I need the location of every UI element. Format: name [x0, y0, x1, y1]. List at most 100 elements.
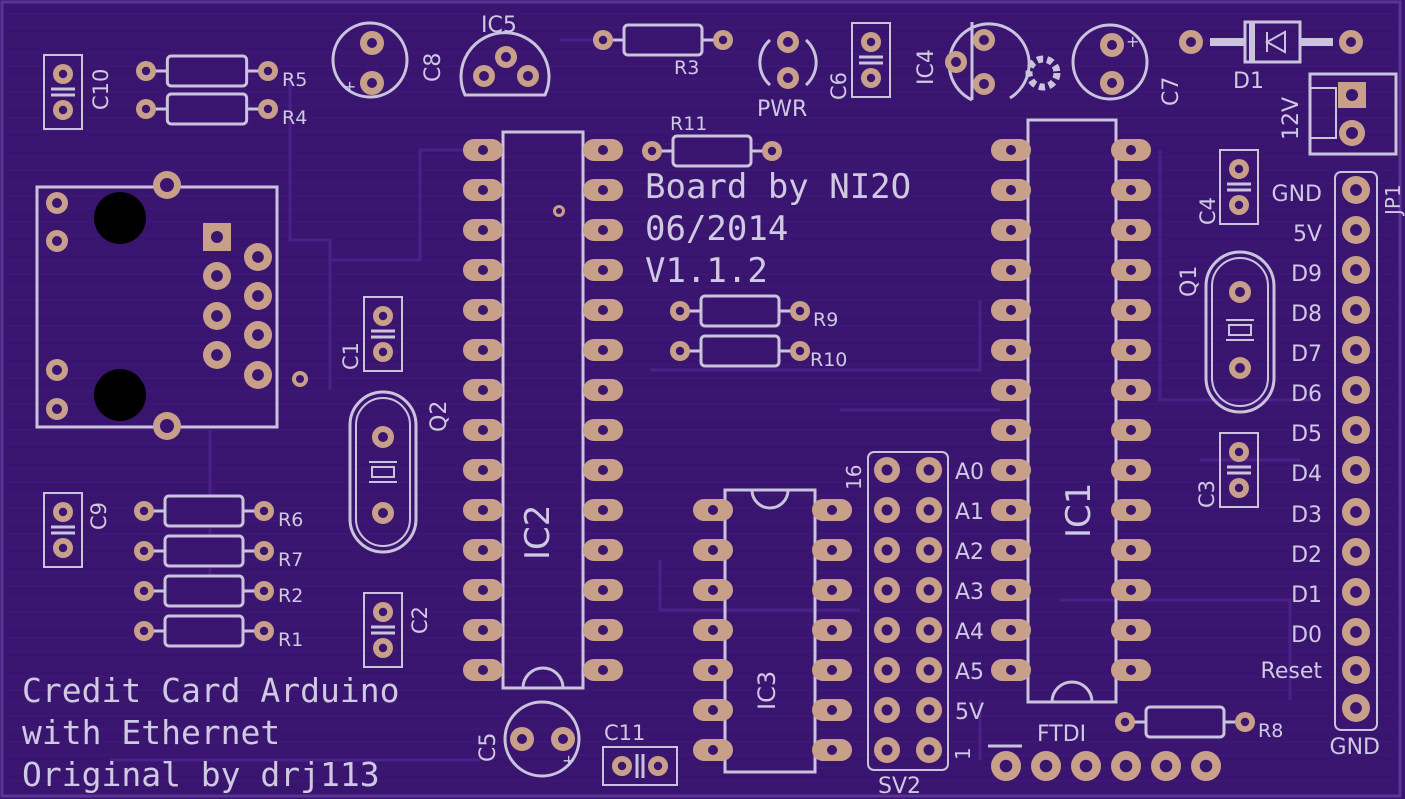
capacitor-c2: C2: [363, 592, 432, 668]
r2-label: R2: [278, 585, 303, 607]
sv2-pin-label: A3: [955, 580, 984, 605]
resistor-pad: [762, 141, 782, 161]
ic3-pin: [812, 739, 852, 761]
jp1-pin: [1342, 416, 1370, 444]
sv2-pin: [916, 737, 942, 763]
c11-label: C11: [604, 721, 645, 745]
jp1-pin-label: D7: [1291, 342, 1322, 367]
12v-label: 12V: [1279, 97, 1304, 140]
ic3-pin: [812, 579, 852, 601]
sv2-pin: [874, 457, 900, 483]
ftdi-pin: [1191, 751, 1221, 781]
ic2-pin: [583, 259, 623, 281]
sv2-pin-label: A2: [955, 540, 984, 565]
ic2-pin: [583, 539, 623, 561]
ic2-pin: [583, 179, 623, 201]
ic3-pin: [693, 579, 733, 601]
rj45-pin: [203, 341, 231, 369]
r8-label: R8: [1258, 720, 1283, 742]
ic2: IC2: [463, 130, 623, 690]
jp1-pin-label: D0: [1291, 623, 1322, 648]
cap-pad: [612, 756, 632, 776]
cap-pad: [53, 502, 73, 522]
jp1-pin: [1342, 216, 1370, 244]
d1-label: D1: [1233, 69, 1264, 94]
jp1-pin: [1342, 296, 1370, 324]
capacitor-c6: C6: [827, 22, 891, 100]
c10-label: C10: [89, 69, 113, 110]
jp1-pin: [1342, 656, 1370, 684]
ic2-pin: [583, 579, 623, 601]
cap-pad: [861, 68, 881, 88]
ic2-pin: [583, 659, 623, 681]
ic4-label: IC4: [914, 49, 939, 85]
r6-label: R6: [278, 509, 303, 531]
ic2-pin: [463, 139, 503, 161]
ic3-pin: [693, 699, 733, 721]
c4-label: C4: [1196, 197, 1220, 225]
jp1-pin: [1342, 694, 1370, 722]
sv2-pin: [874, 617, 900, 643]
ic2-pin: [583, 619, 623, 641]
sv2-pin: [874, 657, 900, 683]
ic1-pin: [991, 419, 1031, 441]
resistor-pad: [258, 61, 278, 81]
resistor-pad: [593, 30, 613, 50]
ic3: IC3: [693, 488, 852, 774]
oshw-logo-icon: [1025, 55, 1061, 91]
ic3-pin: [812, 619, 852, 641]
power-terminal-12v: 12V: [1279, 72, 1398, 156]
cap-pad: [53, 64, 73, 84]
sv2-pin: [874, 737, 900, 763]
resistor-pad: [670, 341, 690, 361]
ic1-pin: [991, 619, 1031, 641]
q1-label: Q1: [1177, 266, 1202, 297]
capacitor-c1: C1: [339, 296, 403, 372]
rj45-pin: [244, 243, 272, 271]
resistor-r11: R11: [642, 113, 782, 168]
r1-label: R1: [278, 629, 303, 651]
sv2-pin-label: A4: [955, 620, 984, 645]
ic2-pin: [583, 339, 623, 361]
ic3-pin: [812, 539, 852, 561]
ic1-pin: [1111, 139, 1151, 161]
resistor-pad: [134, 621, 154, 641]
resistor-pad: [254, 581, 274, 601]
sv2-pin1-label: 1: [951, 747, 975, 760]
cap-pad: [1229, 195, 1249, 215]
resistor-pad: [670, 301, 690, 321]
jp1-pin-label: D1: [1291, 583, 1322, 608]
ic2-pin: [463, 379, 503, 401]
ic1-pin: [1111, 379, 1151, 401]
title-block: Board by NI2O 06/2014 V1.1.2: [645, 167, 911, 291]
resistor-pad: [134, 501, 154, 521]
jp1-pin: [1342, 578, 1370, 606]
ic2-pin: [463, 539, 503, 561]
ftdi-label: FTDI: [1037, 722, 1086, 747]
ic2-pin: [463, 179, 503, 201]
cap-pad: [373, 638, 393, 658]
ic1-pin: [1111, 659, 1151, 681]
ic2-pin: [463, 659, 503, 681]
sv2-pin: [916, 497, 942, 523]
sv2-pin: [916, 577, 942, 603]
jp1-pin: [1342, 618, 1370, 646]
c6-label: C6: [827, 72, 851, 100]
resistor-r7: R7: [134, 534, 303, 571]
resistor-r10: R10: [670, 334, 847, 371]
jp1-pin-label: D9: [1291, 262, 1322, 287]
ic1-pin: [1111, 299, 1151, 321]
ic1-pin: [991, 659, 1031, 681]
sv2-pin: [874, 537, 900, 563]
c3-label: C3: [1195, 480, 1219, 508]
resistor-pad: [254, 541, 274, 561]
ic2-pin: [583, 499, 623, 521]
ic1-pin: [991, 379, 1031, 401]
resistor-r6: R6: [134, 494, 303, 531]
cap-pad: [648, 756, 668, 776]
q2-label: Q2: [427, 401, 452, 432]
footer-text: Credit Card Arduino with Ethernet Origin…: [22, 671, 400, 794]
capacitor-c10: C10: [43, 54, 113, 130]
rj45-pin: [244, 282, 272, 310]
